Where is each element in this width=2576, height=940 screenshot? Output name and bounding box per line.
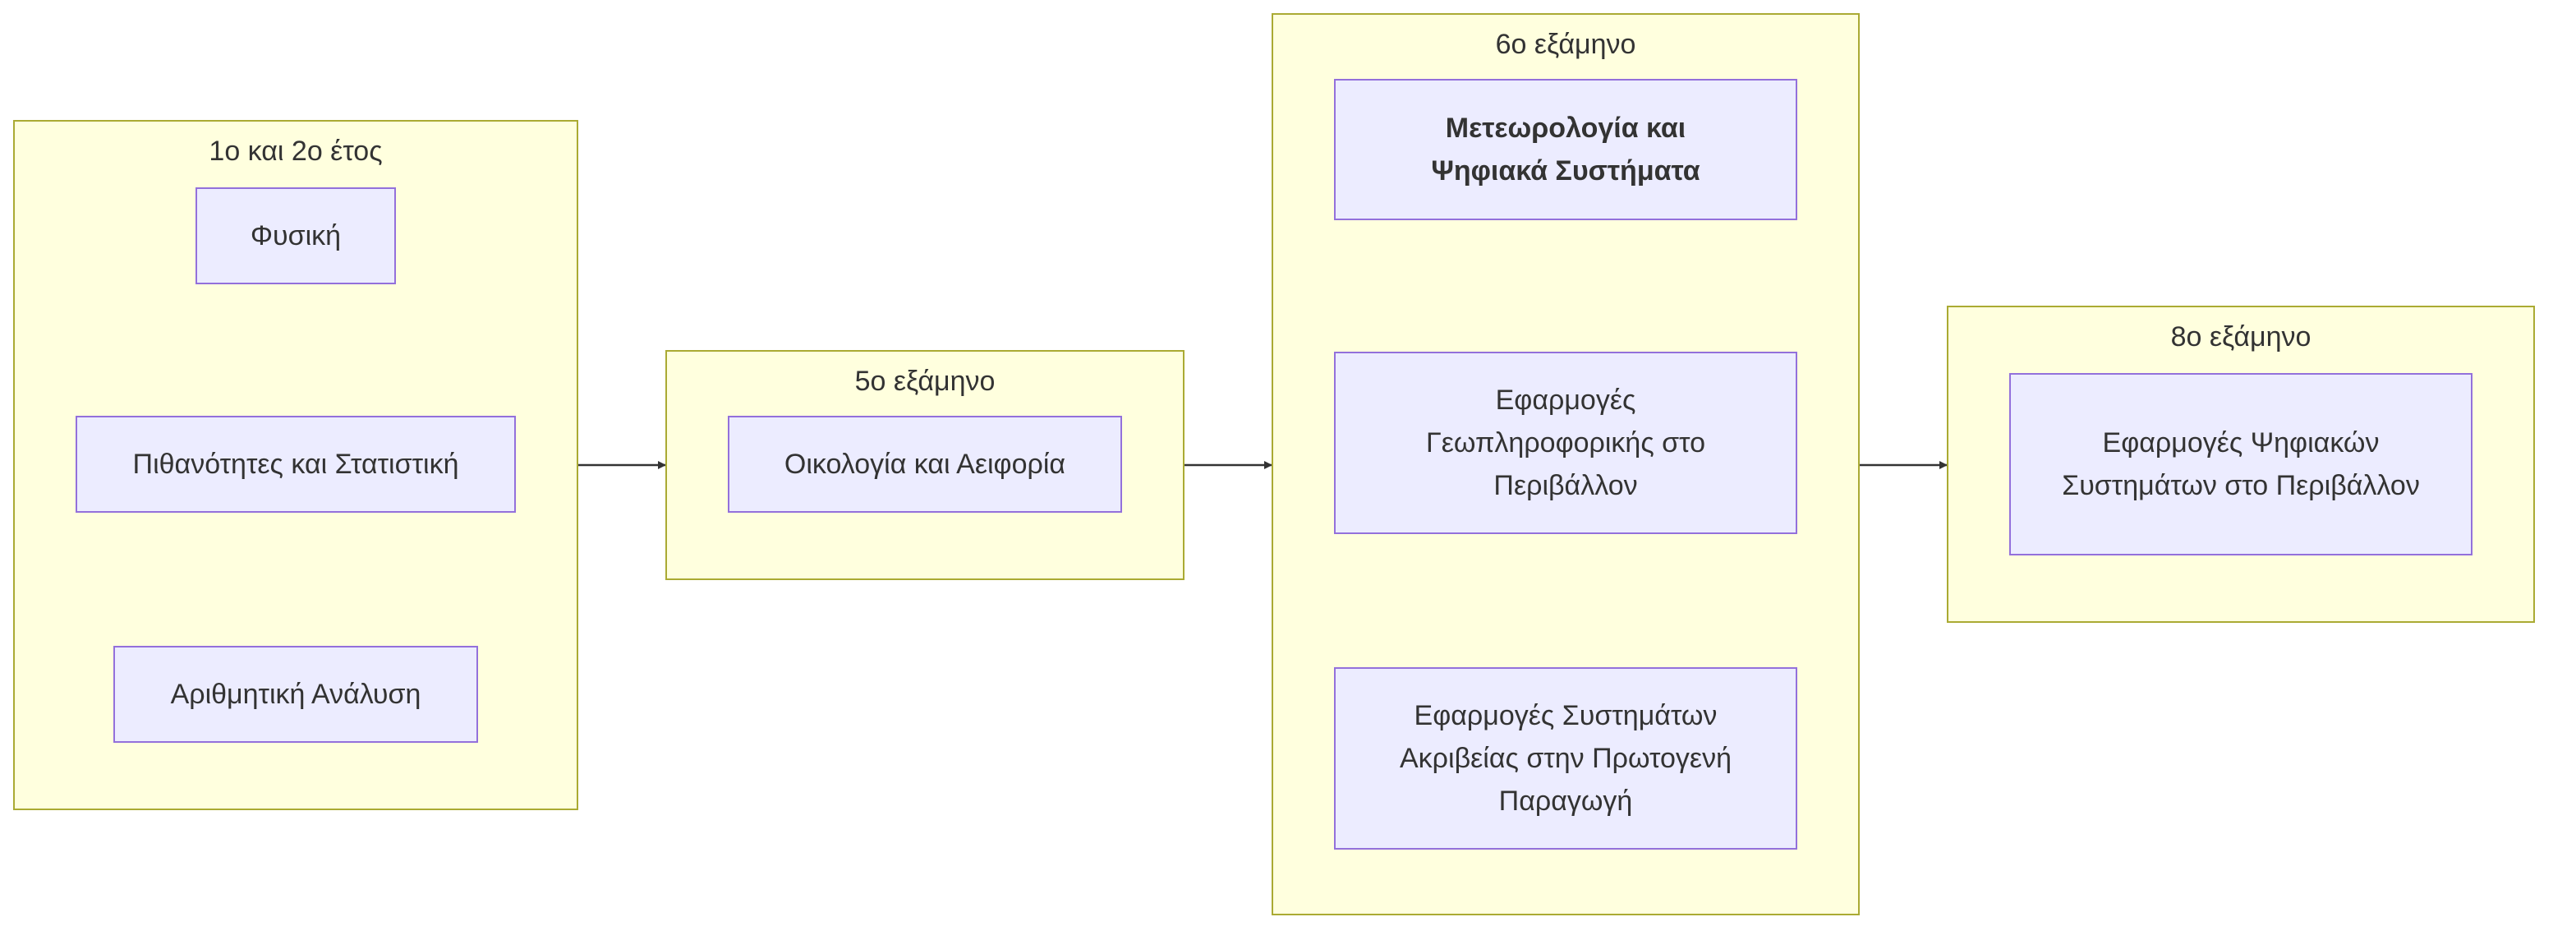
node-label: Μετεωρολογία και Ψηφιακά Συστήματα xyxy=(1431,113,1700,187)
node-precision-systems-applications[interactable]: Εφαρμογές Συστημάτων Ακριβείας στην Πρωτ… xyxy=(1334,667,1797,850)
cluster-title: 5ο εξάμηνο xyxy=(854,366,996,397)
node-label: Εφαρμογές Συστημάτων Ακριβείας στην Πρωτ… xyxy=(1400,700,1732,817)
node-label: Πιθανότητες και Στατιστική xyxy=(132,449,459,480)
node-ecology-sustainability[interactable]: Οικολογία και Αειφορία xyxy=(728,416,1122,513)
node-label: Αριθμητική Ανάλυση xyxy=(170,679,421,710)
node-physics[interactable]: Φυσική xyxy=(196,187,396,284)
node-numerical-analysis[interactable]: Αριθμητική Ανάλυση xyxy=(113,646,478,743)
cluster-title: 6ο εξάμηνο xyxy=(1495,29,1636,60)
node-label: Οικολογία και Αειφορία xyxy=(784,449,1066,480)
cluster-title: 8ο εξάμηνο xyxy=(2170,321,2312,352)
node-geoinformatics-applications[interactable]: Εφαρμογές Γεωπληροφορικής στο Περιβάλλον xyxy=(1334,352,1797,534)
node-label: Εφαρμογές Γεωπληροφορικής στο Περιβάλλον xyxy=(1426,385,1705,501)
node-label: Φυσική xyxy=(250,220,342,251)
node-label: Εφαρμογές Ψηφιακών Συστημάτων στο Περιβά… xyxy=(2062,427,2420,501)
node-probability-statistics[interactable]: Πιθανότητες και Στατιστική xyxy=(76,416,516,513)
node-digital-systems-environment[interactable]: Εφαρμογές Ψηφιακών Συστημάτων στο Περιβά… xyxy=(2009,373,2472,555)
cluster-title: 1ο και 2ο έτος xyxy=(209,136,383,167)
node-meteorology-digital-systems[interactable]: Μετεωρολογία και Ψηφιακά Συστήματα xyxy=(1334,79,1797,220)
